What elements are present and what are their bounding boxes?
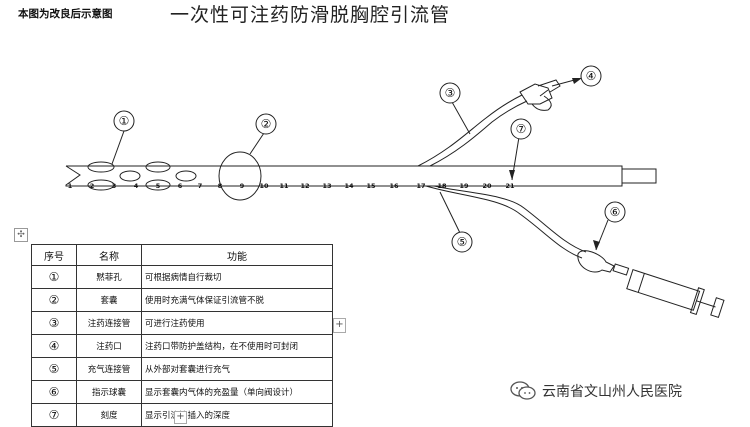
row-name: 套囊 xyxy=(76,288,142,312)
callout-3: ③ xyxy=(445,86,456,100)
syringe xyxy=(626,269,725,319)
inflation-tube xyxy=(425,185,583,259)
row-index: ① xyxy=(31,265,77,289)
watermark-text: 云南省文山州人民医院 xyxy=(542,384,682,400)
table-row: ① 黙菲孔 可根据病情自行裁切 xyxy=(31,265,333,289)
injection-port-cap xyxy=(531,79,561,111)
side-eye xyxy=(119,170,141,182)
scale-mark: 11 xyxy=(279,182,289,190)
add-column-plus-icon[interactable]: + xyxy=(333,318,346,333)
diagram-title: 一次性可注药防滑脱胸腔引流管 xyxy=(170,4,451,26)
injection-tube-inner xyxy=(429,100,528,167)
callout-2: ② xyxy=(261,117,272,131)
watermark: 云南省文山州人民医院 xyxy=(510,381,682,401)
leader-3 xyxy=(451,101,471,135)
row-index: ⑤ xyxy=(31,357,77,381)
scale-mark: 21 xyxy=(505,182,515,190)
row-function: 可进行注药使用 xyxy=(141,311,333,335)
table-row: ⑤ 充气连接管 从外部对套囊进行充气 xyxy=(31,357,333,381)
table-row: ③ 注药连接管 可进行注药使用 xyxy=(31,311,333,335)
row-function: 显示套囊内气体的充盈量（单向阀设计） xyxy=(141,380,333,404)
tube-tail-connector xyxy=(621,168,657,184)
scale-mark: 18 xyxy=(437,182,447,190)
scale-mark: 15 xyxy=(366,182,376,190)
header-name: 名称 xyxy=(76,244,142,266)
wechat-icon xyxy=(510,381,536,400)
row-index: ③ xyxy=(31,311,77,335)
scale-mark: 1 xyxy=(68,182,73,190)
scale-mark: 8 xyxy=(218,182,223,190)
leader-2 xyxy=(249,132,265,155)
row-name: 注药口 xyxy=(76,334,142,358)
callout-1: ① xyxy=(119,114,130,128)
scale-mark: 20 xyxy=(482,182,492,190)
pilot-balloon xyxy=(577,250,615,273)
scale-mark: 5 xyxy=(156,182,161,190)
scale-mark: 10 xyxy=(259,182,269,190)
callout-5: ⑤ xyxy=(457,235,468,249)
table-header-row: 序号 名称 功能 xyxy=(31,244,333,266)
table-row: ⑥ 指示球囊 显示套囊内气体的充盈量（单向阀设计） xyxy=(31,380,333,404)
row-index: ④ xyxy=(31,334,77,358)
scale-mark: 7 xyxy=(198,182,203,190)
side-eye xyxy=(145,179,171,191)
scale-mark: 17 xyxy=(416,182,425,190)
scale-mark: 4 xyxy=(134,182,139,190)
row-name: 黙菲孔 xyxy=(76,265,142,289)
scale-mark: 13 xyxy=(322,182,331,190)
side-eye xyxy=(145,161,171,173)
scale-mark: 3 xyxy=(112,182,117,190)
syringe-tip xyxy=(612,263,630,276)
callout-7: ⑦ xyxy=(516,122,527,136)
row-function: 从外部对套囊进行充气 xyxy=(141,357,333,381)
leader-1 xyxy=(111,130,125,165)
row-name: 刻度 xyxy=(76,403,142,427)
inflation-tube-inner xyxy=(433,185,587,253)
row-function: 使用时充满气体保证引流管不脱 xyxy=(141,288,333,312)
callout-6: ⑥ xyxy=(610,205,621,219)
row-name: 充气连接管 xyxy=(76,357,142,381)
table-row: ② 套囊 使用时充满气体保证引流管不脱 xyxy=(31,288,333,312)
side-eye xyxy=(87,179,115,191)
scale-mark: 16 xyxy=(389,182,399,190)
table-row: ④ 注药口 注药口带防护盖结构，在不使用时可封闭 xyxy=(31,334,333,358)
row-index: ⑥ xyxy=(31,380,77,404)
scale-mark: 12 xyxy=(300,182,309,190)
header-index: 序号 xyxy=(31,244,77,266)
add-row-plus-icon[interactable]: + xyxy=(174,411,187,424)
note-label: 本图为改良后示意图 xyxy=(18,8,113,20)
injection-tube xyxy=(417,94,523,167)
leader-5 xyxy=(439,191,461,234)
side-eye xyxy=(175,170,197,182)
balloon-cuff xyxy=(218,151,262,201)
row-function: 可根据病情自行裁切 xyxy=(141,265,333,289)
header-function: 功能 xyxy=(141,244,333,266)
row-function: 显示引流管插入的深度 xyxy=(141,403,333,427)
row-function: 注药口带防护盖结构，在不使用时可封闭 xyxy=(141,334,333,358)
row-name: 指示球囊 xyxy=(76,380,142,404)
injection-port xyxy=(519,83,553,105)
row-name: 注药连接管 xyxy=(76,311,142,335)
table-move-handle-icon[interactable]: ✣ xyxy=(14,228,28,242)
side-eye xyxy=(87,161,115,173)
scale-mark: 19 xyxy=(459,182,469,190)
scale-mark: 9 xyxy=(240,182,245,190)
row-index: ② xyxy=(31,288,77,312)
callout-4: ④ xyxy=(586,69,597,83)
scale-mark: 2 xyxy=(90,182,95,190)
scale-mark: 14 xyxy=(344,182,354,190)
row-index: ⑦ xyxy=(31,403,77,427)
scale-mark: 6 xyxy=(178,182,183,190)
function-table: 序号 名称 功能 ① 黙菲孔 可根据病情自行裁切 ② 套囊 使用时充满气体保证引… xyxy=(31,244,333,427)
